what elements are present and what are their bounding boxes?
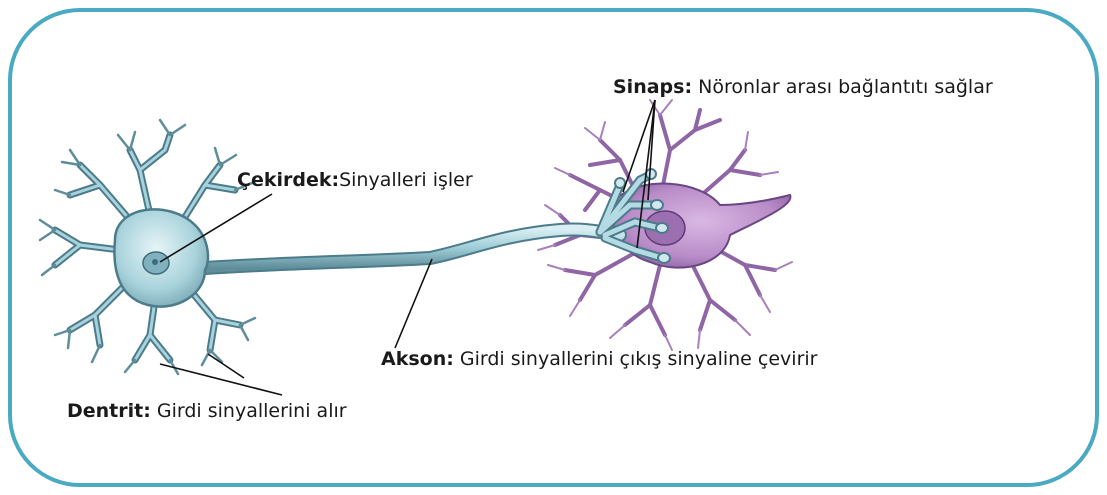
label-sinaps-term: Sinaps: (613, 76, 692, 98)
label-dentrit: Dentrit: Girdi sinyallerini alır (67, 402, 347, 421)
label-sinaps-text: Nöronlar arası bağlantıtı sağlar (692, 76, 993, 98)
label-cekirdek-term: Çekirdek: (237, 169, 339, 191)
label-cekirdek: Çekirdek:Sinyalleri işler (237, 171, 473, 190)
label-dentrit-term: Dentrit: (67, 400, 151, 422)
label-cekirdek-text: Sinyalleri işler (339, 169, 473, 191)
label-akson-term: Akson: (381, 348, 454, 370)
label-akson-text: Girdi sinyallerini çıkış sinyaline çevir… (454, 348, 818, 370)
label-dentrit-text: Girdi sinyallerini alır (151, 400, 347, 422)
label-sinaps: Sinaps: Nöronlar arası bağlantıtı sağlar (613, 78, 993, 97)
label-akson: Akson: Girdi sinyallerini çıkış sinyalin… (381, 350, 817, 369)
